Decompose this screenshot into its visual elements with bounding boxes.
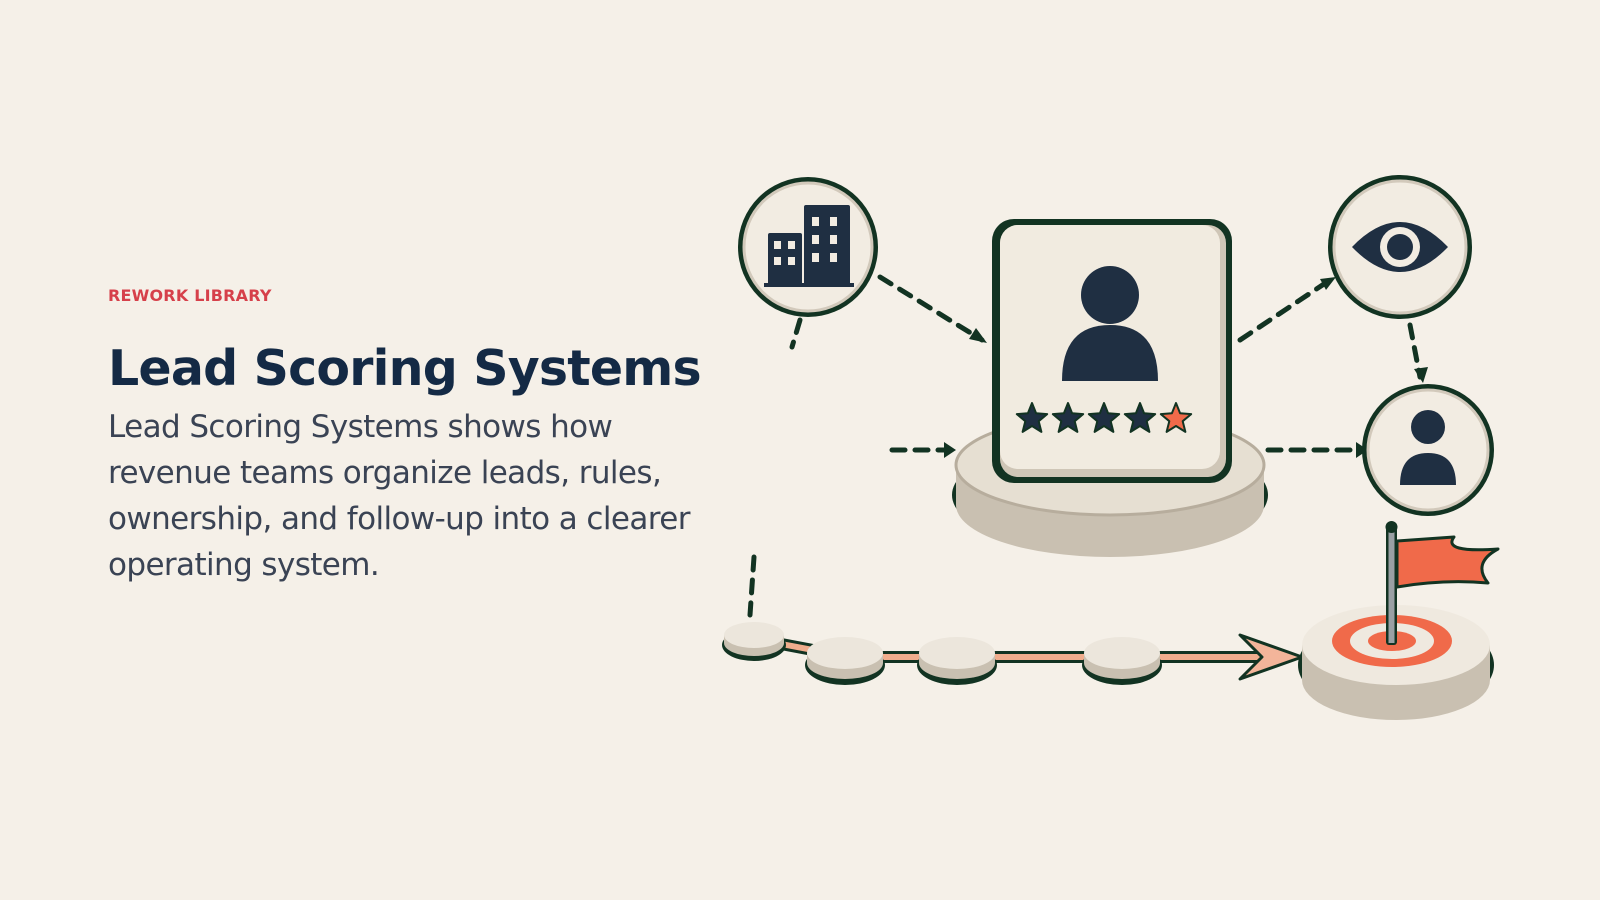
rating-star [1087, 402, 1121, 433]
contact-avatar-icon [1362, 384, 1494, 516]
page-title: Lead Scoring Systems [108, 340, 702, 397]
building-icon [738, 177, 878, 317]
lead-avatar-icon [1062, 266, 1158, 381]
page-description: Lead Scoring Systems shows how revenue t… [108, 409, 690, 583]
connector-eye-to-avatar [1407, 322, 1423, 380]
eye-icon [1328, 175, 1472, 319]
lead-profile-card [992, 219, 1232, 483]
connector-down-to-path [747, 554, 757, 618]
connector-building-down [789, 317, 803, 350]
rating-star [1051, 402, 1085, 433]
milestone-step [917, 637, 997, 685]
flow-connectors [747, 274, 1423, 618]
target-flag-icon [1298, 521, 1500, 720]
connector-building-to-card [877, 274, 985, 343]
connector-card-to-eye [1237, 277, 1333, 343]
milestone-steps [722, 622, 1162, 685]
connector-arrowheads [944, 277, 1428, 458]
lead-scoring-illustration [722, 175, 1500, 720]
rating-star-highlighted [1159, 402, 1193, 433]
hero-text: REWORK LIBRARY Lead Scoring Systems Lead… [108, 286, 708, 588]
path-arrow-icon [1238, 633, 1304, 681]
milestone-step [805, 637, 885, 685]
rating-stars [1015, 402, 1193, 433]
rating-star [1015, 402, 1049, 433]
eyebrow-label: REWORK LIBRARY [108, 286, 272, 305]
rating-star [1123, 402, 1157, 433]
milestone-step [722, 622, 786, 661]
milestone-step [1082, 637, 1162, 685]
